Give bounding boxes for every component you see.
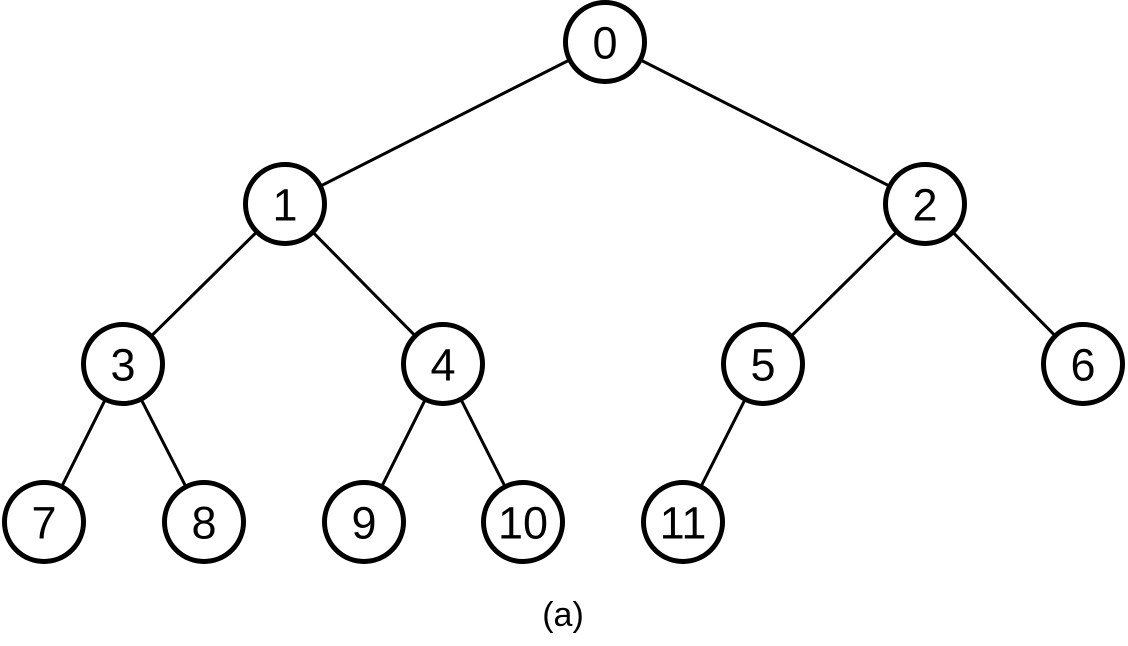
tree-node-4[interactable]: 4: [401, 322, 485, 406]
tree-edge-2-5: [790, 231, 898, 337]
node-circle-1: [243, 162, 327, 246]
node-label-5: 5: [750, 340, 775, 391]
node-circle-3: [81, 322, 165, 406]
edge-layer: [60, 59, 1056, 488]
tree-node-10[interactable]: 10: [481, 480, 565, 564]
tree-edge-0-2: [640, 59, 890, 187]
node-circle-2: [883, 162, 967, 246]
node-layer: 0 1 2 3 4 5 6 7 8 9 10 11: [2, 0, 1125, 564]
tree-edge-4-10: [460, 399, 506, 487]
tree-node-7[interactable]: 7: [2, 480, 86, 564]
tree-edge-5-11: [700, 399, 746, 487]
node-circle-9: [322, 480, 406, 564]
tree-edge-2-6: [952, 231, 1056, 337]
tree-node-9[interactable]: 9: [322, 480, 406, 564]
tree-node-3[interactable]: 3: [81, 322, 165, 406]
tree-edge-3-7: [60, 399, 107, 487]
tree-edge-1-3: [150, 231, 258, 337]
node-circle-6: [1041, 322, 1125, 406]
node-circle-5: [721, 322, 805, 406]
node-circle-0: [563, 0, 647, 84]
node-label-8: 8: [191, 498, 216, 549]
tree-edge-0-1: [320, 59, 570, 187]
node-label-1: 1: [272, 180, 297, 231]
tree-node-5[interactable]: 5: [721, 322, 805, 406]
node-circle-7: [2, 480, 86, 564]
node-circle-4: [401, 322, 485, 406]
tree-node-1[interactable]: 1: [243, 162, 327, 246]
tree-node-2[interactable]: 2: [883, 162, 967, 246]
node-label-9: 9: [351, 498, 376, 549]
tree-node-11[interactable]: 11: [641, 480, 725, 564]
node-label-3: 3: [110, 340, 135, 391]
node-label-0: 0: [592, 18, 617, 69]
tree-edge-4-9: [380, 399, 427, 487]
node-label-10: 10: [498, 498, 548, 549]
tree-node-6[interactable]: 6: [1041, 322, 1125, 406]
node-circle-8: [162, 480, 246, 564]
tree-node-8[interactable]: 8: [162, 480, 246, 564]
tree-node-0[interactable]: 0: [563, 0, 647, 84]
tree-edge-1-4: [312, 231, 416, 337]
tree-edge-3-8: [140, 398, 187, 488]
node-label-2: 2: [912, 180, 937, 231]
figure-caption: (a): [542, 596, 584, 634]
node-label-11: 11: [660, 498, 707, 549]
node-label-7: 7: [31, 498, 56, 549]
node-circle-11: [641, 480, 725, 564]
node-label-4: 4: [430, 340, 455, 391]
node-label-6: 6: [1070, 340, 1095, 391]
node-circle-10: [481, 480, 565, 564]
